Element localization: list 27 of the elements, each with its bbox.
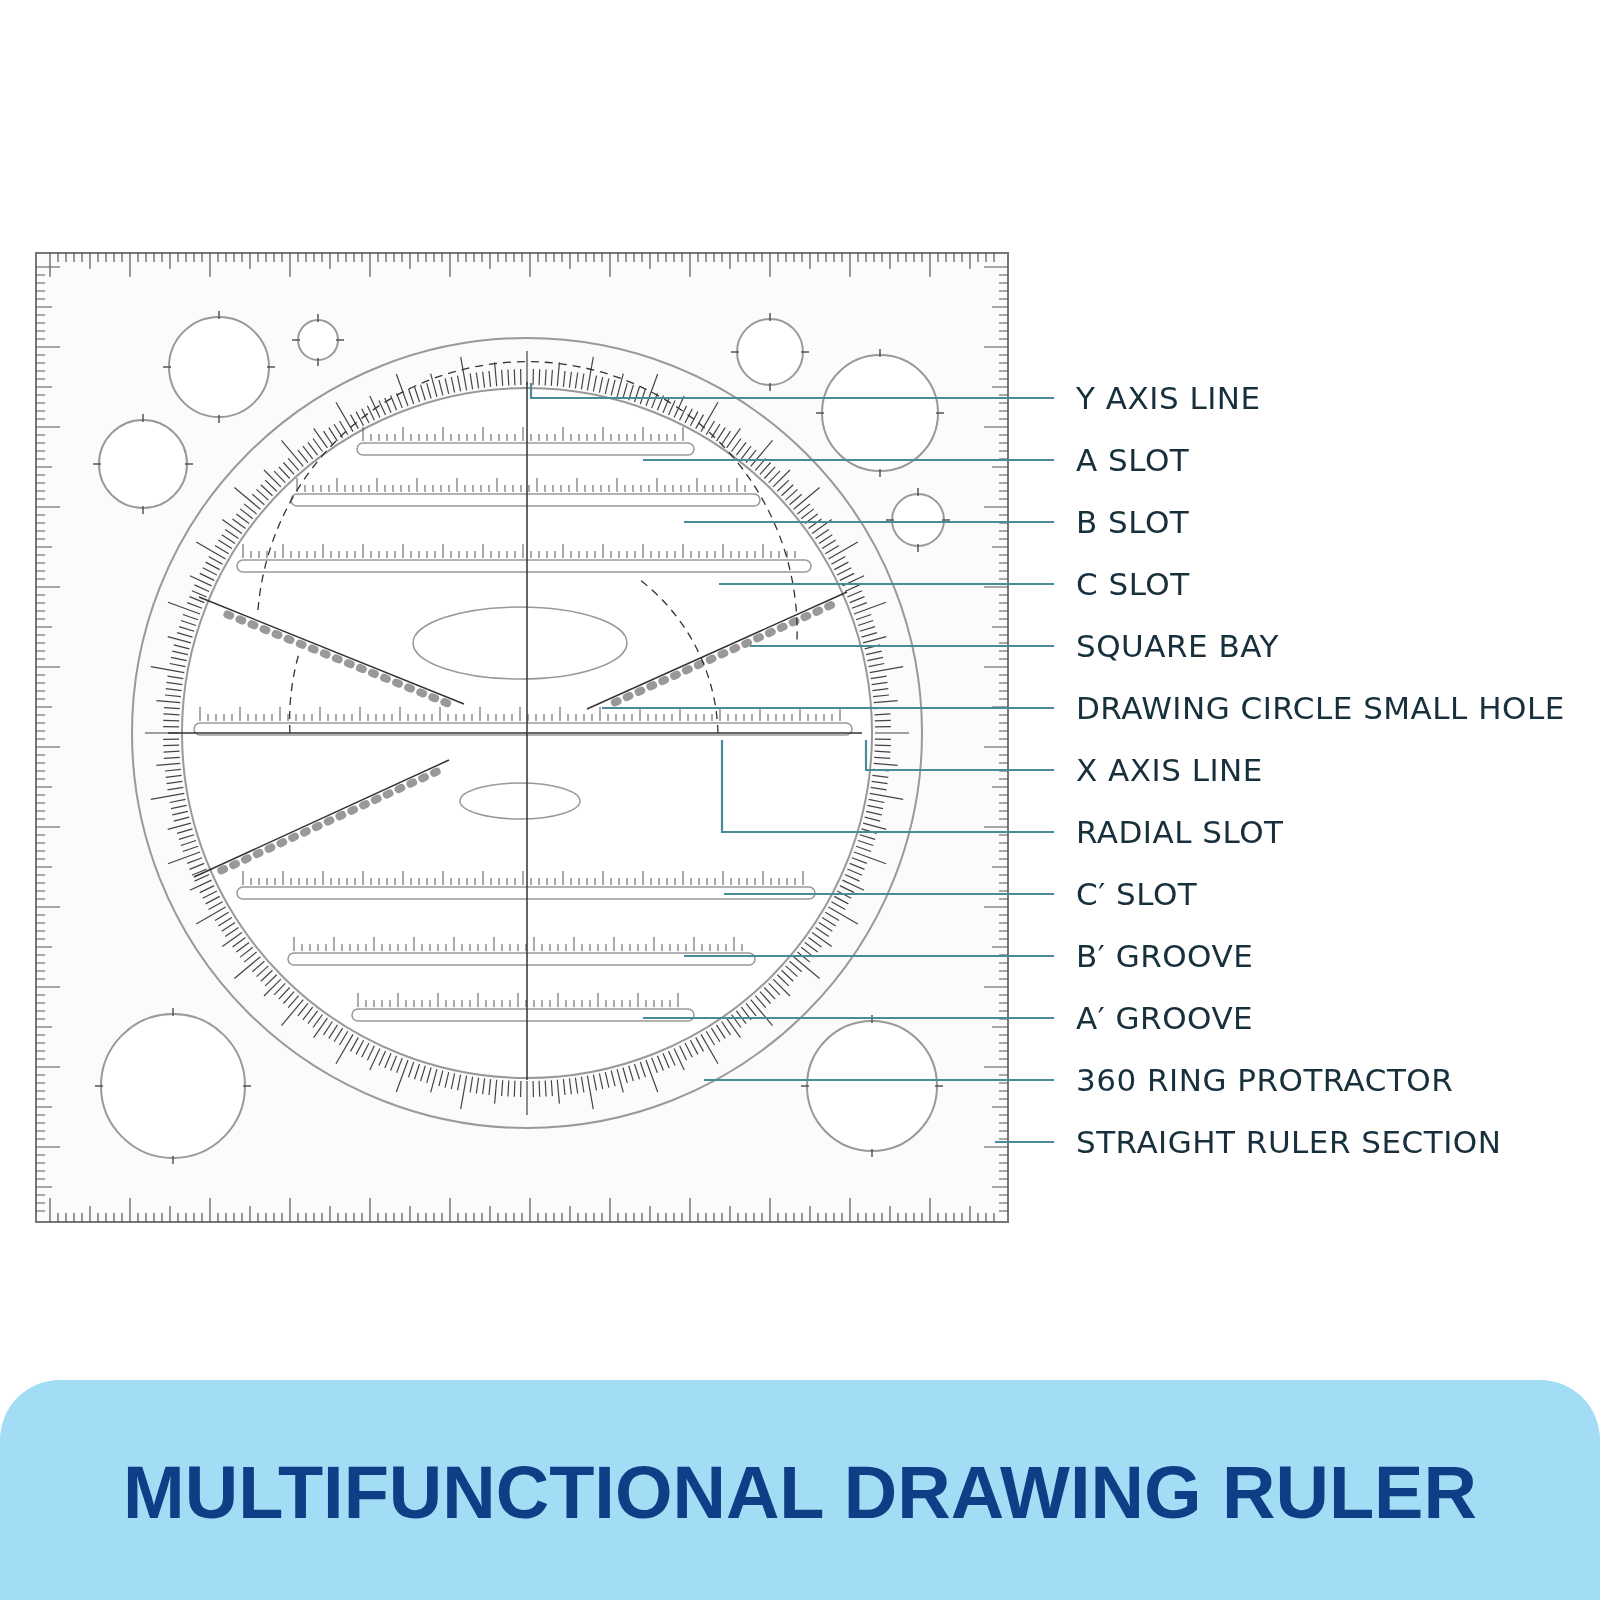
leader-line <box>643 1016 1054 1020</box>
callout-label: X AXIS LINE <box>1076 750 1263 790</box>
callout-label: SQUARE BAY <box>1076 626 1279 666</box>
callout-label: Y AXIS LINE <box>1076 378 1261 418</box>
callout-label: A SLOT <box>1076 440 1190 480</box>
leader-line <box>602 706 1054 710</box>
callout-label: C′ SLOT <box>1076 874 1198 914</box>
title: MULTIFUNCTIONAL DRAWING RULER <box>122 1450 1478 1535</box>
callout-label: B SLOT <box>1076 502 1190 542</box>
leader-line <box>529 383 1054 400</box>
leader-line <box>684 520 1054 524</box>
callout-label: STRAIGHT RULER SECTION <box>1076 1122 1502 1162</box>
leader-line <box>724 892 1054 896</box>
callout-label: B′ GROOVE <box>1076 936 1254 976</box>
callout-label: A′ GROOVE <box>1076 998 1254 1038</box>
leader-line <box>643 458 1054 462</box>
leader-line <box>750 644 1054 648</box>
leader-line <box>864 740 1054 772</box>
leader-line <box>719 582 1054 586</box>
leader-line <box>684 954 1054 958</box>
callout-label: DRAWING CIRCLE SMALL HOLE <box>1076 688 1565 728</box>
callout-label: RADIAL SLOT <box>1076 812 1284 852</box>
callout-label: C SLOT <box>1076 564 1190 604</box>
callout-label: 360 RING PROTRACTOR <box>1076 1060 1454 1100</box>
leader-line <box>720 740 1054 834</box>
leader-line <box>704 1078 1054 1082</box>
leader-line <box>995 1140 1054 1144</box>
